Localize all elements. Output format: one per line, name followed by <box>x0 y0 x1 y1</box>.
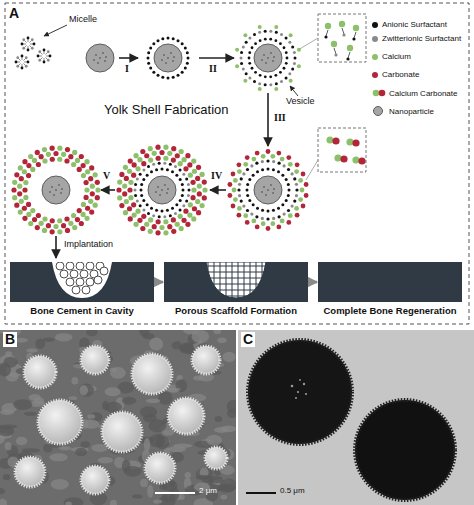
zoom-box <box>318 128 366 172</box>
zoom-leader <box>298 38 318 50</box>
particles <box>11 21 365 236</box>
legend-row: Calcium <box>372 52 411 61</box>
annotation: 0.5 μm <box>280 487 305 496</box>
step-number: III <box>274 112 286 123</box>
bone-band <box>164 262 308 302</box>
panel-divider <box>236 330 238 505</box>
legend-text: Carbonate <box>382 70 419 79</box>
legend-swatch <box>372 54 378 60</box>
legend-swatch <box>372 36 378 42</box>
zoom-leader <box>306 160 318 180</box>
sem-image <box>0 330 236 505</box>
bone-band <box>10 262 154 302</box>
step-number: IV <box>211 170 222 181</box>
legend-symbol <box>372 106 386 116</box>
legend-text: Zwitterionic Surfactant <box>382 34 461 43</box>
bone-band <box>318 262 462 302</box>
step-number: I <box>125 63 129 74</box>
panel-letter: B <box>3 332 17 347</box>
annotation: Vesicle <box>286 97 315 107</box>
stage-caption: Porous Scaffold Formation <box>164 306 308 317</box>
stage-arrow <box>309 281 317 284</box>
annotation: Micelle <box>69 15 97 25</box>
leader-line <box>290 86 298 96</box>
bone-stage: Porous Scaffold Formation <box>164 262 308 317</box>
panel-letter: C <box>241 332 255 347</box>
zoom-box <box>318 14 366 62</box>
process-arrows <box>56 58 268 258</box>
panel-letter: A <box>9 6 19 21</box>
legend-text: Calcium Carbonate <box>389 89 457 98</box>
step-number: II <box>209 63 217 74</box>
stage-caption: Complete Bone Regeneration <box>318 306 462 317</box>
annotation: 2 μm <box>199 487 217 496</box>
leader-line <box>44 25 67 36</box>
panel-frame <box>5 3 469 324</box>
legend-text: Nanoparticle <box>389 107 434 116</box>
bone-stage: Bone Cement in Cavity <box>10 262 154 317</box>
legend-row: Carbonate <box>372 70 419 79</box>
legend-text: Anionic Surfactant <box>382 20 447 29</box>
legend-swatch <box>372 22 378 28</box>
tem-image <box>238 330 474 505</box>
legend-row: Zwitterionic Surfactant <box>372 34 461 43</box>
bone-stage: Complete Bone Regeneration <box>318 262 462 317</box>
legend-symbol <box>372 88 386 98</box>
annotation: Yolk Shell Fabrication <box>104 103 229 117</box>
legend-swatch <box>372 72 378 78</box>
stage-caption: Bone Cement in Cavity <box>10 306 154 317</box>
step-number: V <box>103 170 110 181</box>
annotation: Implantation <box>64 240 113 250</box>
stage-arrow <box>155 281 163 284</box>
legend-row: Anionic Surfactant <box>372 20 447 29</box>
legend-row: Nanoparticle <box>372 106 434 116</box>
legend-row: Calcium Carbonate <box>372 88 457 98</box>
legend-text: Calcium <box>382 52 411 61</box>
